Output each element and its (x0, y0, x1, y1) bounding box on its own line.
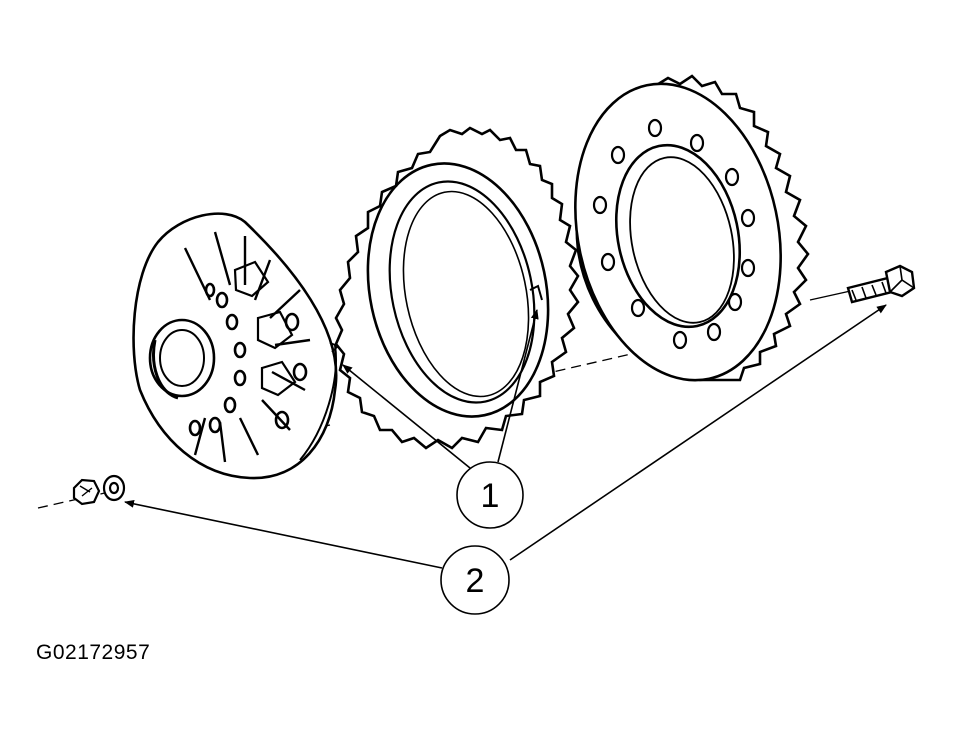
ring-gear (574, 74, 810, 382)
callout-2: 2 (440, 545, 510, 615)
leader-2-to-bolt (509, 304, 887, 561)
leader-1-to-case (342, 364, 471, 469)
ring-gear-bolt-holes (592, 118, 756, 350)
middle-ring-gear (334, 126, 580, 450)
nut-and-washer (72, 474, 126, 506)
leader-1-to-ring (497, 309, 539, 463)
differential-case (132, 212, 340, 480)
callout-1-label: 1 (481, 477, 500, 515)
callout-leaders (124, 304, 887, 569)
figure-id: G02172957 (36, 641, 151, 664)
callout-1: 1 (456, 461, 524, 529)
middle-ring-inner (366, 162, 550, 418)
leader-2-to-nut (124, 499, 443, 569)
ring-gear-bore (614, 143, 742, 329)
callout-2-label: 2 (466, 562, 485, 600)
bolt (846, 264, 916, 304)
